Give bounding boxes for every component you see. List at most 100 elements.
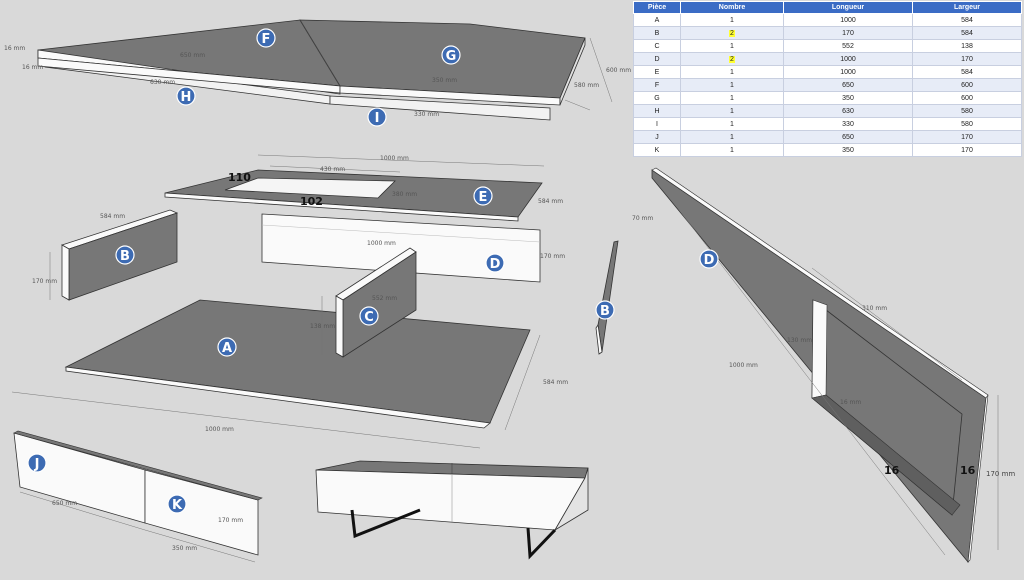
tag-h: H (176, 86, 196, 106)
cell-largeur: 600 (912, 78, 1022, 92)
assembled-table (315, 460, 589, 560)
cell-largeur: 584 (912, 13, 1022, 27)
table-row: F 1 650 600 (633, 78, 1022, 92)
cell-piece-value: E (654, 68, 660, 76)
panel-d-large (651, 167, 989, 563)
cell-largeur: 580 (912, 117, 1022, 131)
dim-e-584: 584 mm (538, 198, 563, 205)
cell-nombre: 1 (680, 104, 784, 118)
cell-nombre-value: 1 (730, 81, 734, 89)
cell-nombre: 1 (680, 13, 784, 27)
assembled-front (315, 469, 586, 531)
panel-jk-top (13, 430, 263, 501)
cell-piece: G (633, 91, 681, 105)
svg-text:J: J (34, 457, 40, 472)
cell-longueur: 552 (783, 39, 913, 53)
cell-longueur: 1000 (783, 13, 913, 27)
cell-largeur: 600 (912, 91, 1022, 105)
tag-f: F (256, 28, 276, 48)
assembled-side (554, 467, 589, 531)
cell-piece-value: I (656, 120, 658, 128)
cell-longueur: 330 (783, 117, 913, 131)
cell-piece-value: B (654, 29, 660, 37)
dim-jk-650: 650 mm (52, 500, 77, 507)
cell-nombre-value: 1 (730, 68, 734, 76)
cell-nombre: 2 (680, 26, 784, 40)
dim-top-330: 330 mm (414, 111, 439, 118)
cell-largeur-value: 138 (961, 42, 973, 50)
cell-nombre: 1 (680, 130, 784, 144)
tag-g: G (441, 45, 461, 65)
cell-longueur: 350 (783, 91, 913, 105)
panel-d-window-light (811, 299, 828, 399)
cell-longueur: 650 (783, 78, 913, 92)
cell-longueur-value: 630 (842, 107, 854, 115)
dim-e-1000: 1000 mm (380, 155, 409, 162)
cell-piece: I (633, 117, 681, 131)
cell-longueur: 650 (783, 130, 913, 144)
dim-top-16a: 16 mm (4, 45, 25, 52)
cell-largeur: 170 (912, 52, 1022, 66)
cell-piece-value: K (654, 146, 660, 154)
dim-b-170: 170 mm (32, 278, 57, 285)
cell-nombre-value: 1 (730, 94, 734, 102)
cell-largeur-value: 584 (961, 68, 973, 76)
table-row: G 1 350 600 (633, 91, 1022, 105)
cell-piece: J (633, 130, 681, 144)
panel-a (64, 299, 531, 429)
svg-text:G: G (446, 49, 457, 64)
panel-f-g-assembly (37, 19, 586, 121)
panel-k-face (144, 469, 259, 556)
dim-c-138: 138 mm (310, 323, 335, 330)
cell-nombre-value: 1 (730, 146, 734, 154)
panel-d-face (261, 213, 541, 283)
cell-nombre: 1 (680, 143, 784, 157)
cell-longueur-value: 170 (842, 29, 854, 37)
dim-e-430: 430 mm (320, 166, 345, 173)
leg-right (526, 527, 557, 560)
cell-longueur-value: 650 (842, 81, 854, 89)
dim-a-584: 584 mm (543, 379, 568, 386)
tag-i: I (367, 107, 387, 127)
cell-longueur-value: 552 (842, 42, 854, 50)
panel-i-underlay (329, 95, 551, 121)
panel-e-cutout (224, 177, 396, 199)
cell-nombre: 1 (680, 117, 784, 131)
cell-piece-value: F (654, 81, 660, 89)
tag-a: A (217, 337, 237, 357)
dim-top-630: 630 mm (150, 79, 175, 86)
cell-piece-value: J (655, 133, 659, 141)
cell-largeur-value: 170 (961, 55, 973, 63)
dim-dr-310: 310 mm (862, 305, 887, 312)
cell-piece-value: A (654, 16, 660, 24)
cell-longueur-value: 350 (842, 94, 854, 102)
cell-nombre-value: 1 (730, 42, 734, 50)
header-piece: Pièce (633, 1, 681, 14)
dim-dr-16b: 16 (960, 464, 976, 477)
tag-b-right: B (595, 300, 615, 320)
panel-c (335, 247, 417, 358)
dim-top-580: 580 mm (574, 82, 599, 89)
dim-top-16b: 16 mm (22, 64, 43, 71)
cell-nombre-value: 1 (730, 133, 734, 141)
cell-largeur: 138 (912, 39, 1022, 53)
cell-longueur: 630 (783, 104, 913, 118)
cell-largeur: 584 (912, 65, 1022, 79)
cell-largeur-value: 600 (961, 81, 973, 89)
dim-top-600: 600 mm (606, 67, 631, 74)
cell-nombre: 2 (680, 52, 784, 66)
cell-largeur-value: 584 (961, 16, 973, 24)
cell-largeur-value: 170 (961, 146, 973, 154)
tag-d-large: D (699, 249, 719, 269)
cell-piece-value: D (654, 55, 660, 63)
dim-d-170: 170 mm (540, 253, 565, 260)
svg-text:A: A (222, 341, 232, 356)
